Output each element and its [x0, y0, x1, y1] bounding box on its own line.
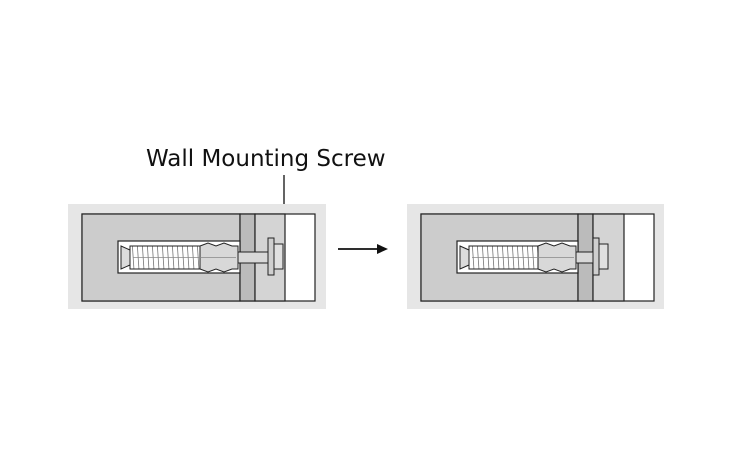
screw-shank	[575, 251, 594, 264]
callout-label-wall-mounting-screw: Wall Mounting Screw	[146, 146, 386, 172]
screw-head	[598, 243, 609, 270]
screw-icon	[237, 237, 284, 276]
screw-washer	[267, 237, 275, 276]
right-arrow-icon	[338, 244, 388, 254]
panel-after	[407, 204, 664, 309]
panel-before	[68, 204, 326, 309]
screw-shank	[237, 251, 269, 264]
screw-washer	[592, 237, 600, 276]
screw-icon	[575, 237, 609, 276]
screw-head	[273, 243, 284, 270]
wall-anchor-icon	[120, 242, 239, 273]
wall-anchor-icon	[459, 242, 577, 273]
